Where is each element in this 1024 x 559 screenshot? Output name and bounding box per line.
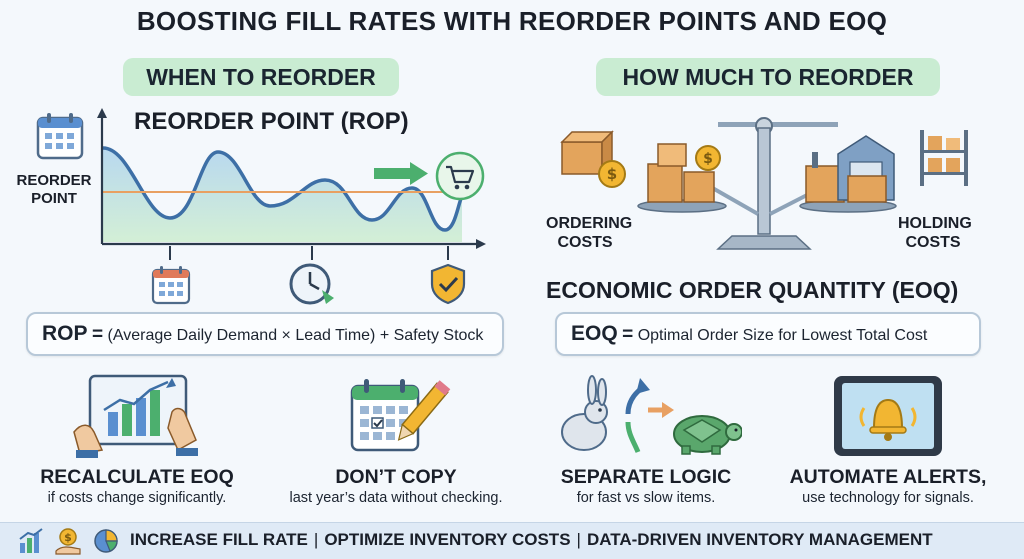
reorder-point-label-line2: POINT: [31, 190, 77, 207]
rop-heading: REORDER POINT (ROP): [134, 108, 409, 135]
tip-sub-automate-alerts: use technology for signals.: [802, 490, 974, 506]
balance-scale-illustration: $ $: [560, 117, 968, 250]
tablet-chart-icon: [73, 374, 198, 458]
inventory-area: [102, 147, 462, 242]
safety-stock-shield-icon: [430, 263, 466, 305]
rabbit-turtle-icon: [561, 375, 742, 455]
tip-sub-recalculate: if costs change significantly.: [47, 490, 227, 506]
footer-item-data-driven: DATA-DRIVEN INVENTORY MANAGEMENT: [586, 530, 933, 549]
footer-separator: |: [576, 530, 581, 549]
tablet-alert-bell-icon: [834, 376, 942, 456]
tip-title-automate-alerts: AUTOMATE ALERTS,: [789, 466, 987, 488]
calendar-icon: [36, 113, 84, 160]
tip-sub-separate-logic: for fast vs slow items.: [576, 490, 716, 506]
reorder-point-axis-label: REORDER POINT: [14, 172, 94, 208]
holding-shelves-icon: [920, 130, 968, 186]
rabbit-icon: [561, 375, 608, 451]
holding-costs-label: HOLDING COSTS: [898, 214, 972, 252]
footer-icons: $: [19, 528, 118, 555]
footer-bar: [0, 522, 1024, 559]
tip-title-recalculate: RECALCULATE EOQ: [40, 466, 234, 488]
footer-item-inventory-costs: OPTIMIZE INVENTORY COSTS: [324, 530, 571, 549]
shopping-cart-icon: [435, 151, 485, 201]
ordering-box-icon: $: [560, 130, 626, 188]
tip-title-separate-logic: SEPARATE LOGIC: [560, 466, 732, 488]
svg-text:$: $: [703, 151, 713, 167]
when-to-reorder-pill: WHEN TO REORDER: [123, 58, 399, 96]
eoq-formula-box: EOQ = Optimal Order Size for Lowest Tota…: [555, 312, 981, 356]
holding-costs-line1: HOLDING: [898, 215, 972, 232]
lead-time-clock-icon: [289, 263, 334, 305]
order-date-calendar-icon: [151, 266, 191, 305]
ordering-boxes-icon: $: [647, 143, 721, 203]
ordering-costs-line1: ORDERING: [546, 215, 633, 232]
rop-formula-key: ROP: [42, 322, 88, 345]
rop-inventory-chart: [97, 108, 486, 249]
green-arrow-icon: [374, 162, 428, 185]
reorder-point-label-line1: REORDER: [16, 172, 92, 189]
eoq-heading: ECONOMIC ORDER QUANTITY (EOQ): [546, 277, 959, 303]
footer-tagline: INCREASE FILL RATE | OPTIMIZE INVENTORY CO…: [130, 530, 933, 550]
holding-costs-line2: COSTS: [905, 234, 961, 251]
page-title: BOOSTING FILL RATES WITH REORDER POINTS …: [136, 6, 888, 36]
footer-separator: |: [313, 530, 319, 549]
eoq-formula-key: EOQ: [571, 322, 618, 345]
warehouse-icon: [805, 135, 895, 203]
svg-text:$: $: [607, 165, 617, 183]
timeline-ticks: [169, 246, 449, 260]
rop-formula-box: ROP = (Average Daily Demand × Lead Time)…: [26, 312, 504, 356]
pie-chart-icon: [94, 529, 118, 553]
ordering-costs-line2: COSTS: [557, 234, 613, 251]
eoq-formula-text: Optimal Order Size for Lowest Total Cost: [637, 327, 928, 344]
tip-title-dont-copy: DON’T COPY: [335, 466, 457, 488]
svg-text:$: $: [64, 531, 72, 544]
money-hand-icon: $: [55, 528, 81, 555]
bar-chart-icon: [19, 528, 43, 553]
ordering-costs-label: ORDERING COSTS: [546, 214, 633, 252]
eoq-formula-equals: =: [622, 324, 634, 345]
how-much-to-reorder-pill: HOW MUCH TO REORDER: [596, 58, 940, 96]
calendar-pencil-icon: [350, 379, 451, 452]
tip-sub-dont-copy: last year’s data without checking.: [289, 490, 503, 506]
rop-formula-equals: =: [91, 324, 104, 345]
inventory-wave-line: [101, 146, 464, 232]
turtle-icon: [673, 415, 742, 455]
rop-formula-text: (Average Daily Demand × Lead Time) + Saf…: [107, 327, 484, 344]
footer-item-fill-rate: INCREASE FILL RATE: [130, 530, 308, 549]
